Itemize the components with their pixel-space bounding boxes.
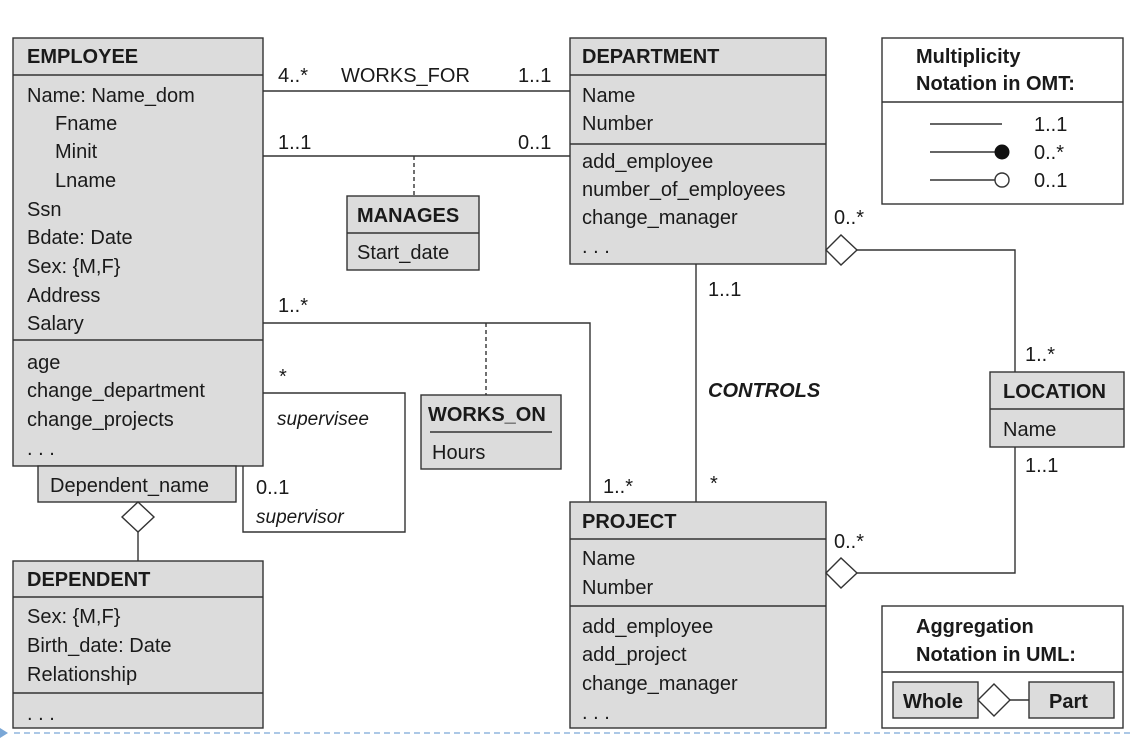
employee-attr: Salary [27, 313, 84, 335]
multiplicity-legend-item: 0..1 [1034, 170, 1067, 192]
employee-op: age [27, 352, 60, 374]
footer-arrow-icon [0, 728, 8, 738]
manages-employee-mult: 1..1 [278, 132, 311, 154]
multiplicity-legend-item: 1..1 [1034, 114, 1067, 136]
dependent-class[interactable]: DEPENDENT Sex: {M,F} Birth_date: Date Re… [12, 560, 264, 729]
whole-label: Whole [903, 691, 963, 713]
employee-attr: Name: Name_dom [27, 85, 195, 107]
employee-attr: Minit [55, 141, 98, 163]
employee-op: change_projects [27, 409, 174, 431]
dept-location-department-mult: 0..* [834, 207, 864, 229]
works-on-project-mult: 1..* [603, 476, 633, 498]
multiplicity-legend-subtitle: Notation in OMT: [916, 73, 1075, 95]
aggregation-diamond-icon [120, 501, 156, 533]
employee-attr: Lname [55, 170, 116, 192]
project-attr: Name [582, 548, 635, 570]
employee-attr: Fname [55, 113, 117, 135]
employee-attr: Sex: {M,F} [27, 256, 121, 278]
controls-label: CONTROLS [708, 380, 821, 402]
employee-title: EMPLOYEE [27, 46, 138, 68]
department-op: add_employee [582, 151, 713, 173]
project-op: add_project [582, 644, 687, 666]
aggregation-legend-title: Aggregation [916, 616, 1034, 638]
employee-class[interactable]: EMPLOYEE Name: Name_dom Fname Minit Lnam… [12, 37, 264, 467]
department-op: . . . [582, 236, 610, 258]
supervisor-role: supervisor [256, 507, 344, 528]
manages-title: MANAGES [357, 205, 459, 227]
aggregation-legend-subtitle: Notation in UML: [916, 644, 1076, 666]
project-aggregation-diamond-icon [825, 557, 859, 589]
department-aggregation-diamond-icon [825, 234, 859, 266]
project-location-project-mult: 0..* [834, 531, 864, 553]
multiplicity-legend: Multiplicity Notation in OMT: 1..1 0..* … [881, 37, 1124, 205]
controls-project-mult: * [710, 473, 718, 495]
works-for-label: WORKS_FOR [341, 65, 470, 87]
employee-op: . . . [27, 438, 55, 460]
filled-dot-icon [994, 144, 1010, 160]
project-title: PROJECT [582, 511, 676, 533]
location-attr: Name [1003, 419, 1056, 441]
department-op: change_manager [582, 207, 738, 229]
location-class[interactable]: LOCATION Name [989, 371, 1125, 448]
relationship-labels: 4..* WORKS_FOR 1..1 1..1 0..1 1..* 1..* … [256, 65, 1058, 553]
dependent-attr: Birth_date: Date [27, 635, 172, 657]
employee-op: change_department [27, 380, 205, 402]
connectors [137, 90, 1016, 574]
works-on-attr: Hours [432, 442, 485, 464]
dependent-attr: Relationship [27, 664, 137, 686]
manages-attr: Start_date [357, 242, 449, 264]
dependent-name-qualifier[interactable]: Dependent_name [37, 465, 237, 503]
works-on-association-class[interactable]: WORKS_ON Hours [420, 394, 562, 470]
multiplicity-legend-item: 0..* [1034, 142, 1064, 164]
hollow-dot-icon [994, 172, 1010, 188]
manages-department-mult: 0..1 [518, 132, 551, 154]
supervision-line [242, 392, 406, 533]
whole-box [892, 681, 979, 719]
department-attr: Name [582, 85, 635, 107]
controls-department-mult: 1..1 [708, 279, 741, 301]
works-on-employee-mult: 1..* [278, 295, 308, 317]
part-label: Part [1049, 691, 1088, 713]
aggregation-legend: Aggregation Notation in UML: Whole Part [881, 605, 1124, 729]
supervisee-mult: * [279, 366, 287, 388]
project-op: . . . [582, 702, 610, 724]
dependent-attr: Sex: {M,F} [27, 606, 121, 628]
qualifier-label: Dependent_name [50, 475, 209, 497]
department-title: DEPARTMENT [582, 46, 719, 68]
employee-attr: Address [27, 285, 100, 307]
dept-location-location-mult: 1..* [1025, 344, 1055, 366]
project-location-location-mult: 1..1 [1025, 455, 1058, 477]
part-box [1028, 681, 1115, 719]
multiplicity-legend-title: Multiplicity [916, 46, 1021, 68]
works-on-line [263, 322, 591, 502]
dept-location-line [857, 249, 1016, 372]
supervisee-role: supervisee [277, 409, 369, 430]
works-on-title: WORKS_ON [428, 404, 546, 426]
employee-attr: Bdate: Date [27, 227, 133, 249]
department-class[interactable]: DEPARTMENT Name Number add_employee numb… [569, 37, 827, 265]
employee-attr: Ssn [27, 199, 61, 221]
dependent-op: . . . [27, 703, 55, 725]
supervisor-mult: 0..1 [256, 477, 289, 499]
project-op: add_employee [582, 616, 713, 638]
project-op: change_manager [582, 673, 738, 695]
department-op: number_of_employees [582, 179, 785, 201]
dependent-title: DEPENDENT [27, 569, 150, 591]
works-for-employee-mult: 4..* [278, 65, 308, 87]
location-title: LOCATION [1003, 381, 1106, 403]
manages-association-class[interactable]: MANAGES Start_date [346, 195, 480, 271]
works-for-department-mult: 1..1 [518, 65, 551, 87]
project-location-line [857, 447, 1016, 574]
department-attr: Number [582, 113, 653, 135]
project-attr: Number [582, 577, 653, 599]
project-class[interactable]: PROJECT Name Number add_employee add_pro… [569, 501, 827, 729]
